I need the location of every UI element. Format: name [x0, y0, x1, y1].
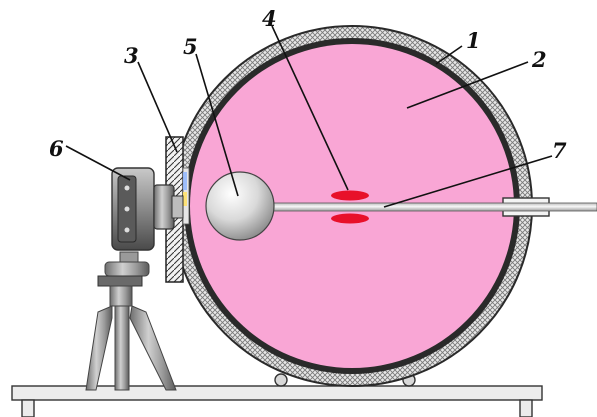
- sphere-electrode: [205, 171, 275, 241]
- label-1: 1: [466, 28, 481, 53]
- label-6: 6: [49, 136, 64, 161]
- label-2: 2: [531, 47, 547, 72]
- rod: [271, 202, 597, 212]
- label-5: 5: [183, 34, 198, 59]
- label-4: 4: [262, 6, 277, 31]
- tripod: [85, 251, 177, 391]
- leader-7: [383, 155, 553, 208]
- leader-4: [271, 25, 349, 191]
- labels: 1 2 3 4 5 6 7: [49, 6, 567, 163]
- leader-1: [435, 45, 463, 65]
- discharge-spots: [331, 190, 369, 224]
- camera: [111, 167, 184, 251]
- leader-6: [65, 145, 131, 181]
- leader-lines: [65, 25, 553, 208]
- leader-3: [137, 61, 178, 153]
- label-7: 7: [552, 138, 567, 163]
- table: [11, 385, 543, 417]
- leader-2: [406, 61, 529, 109]
- leader-5: [195, 53, 239, 197]
- label-3: 3: [124, 43, 139, 68]
